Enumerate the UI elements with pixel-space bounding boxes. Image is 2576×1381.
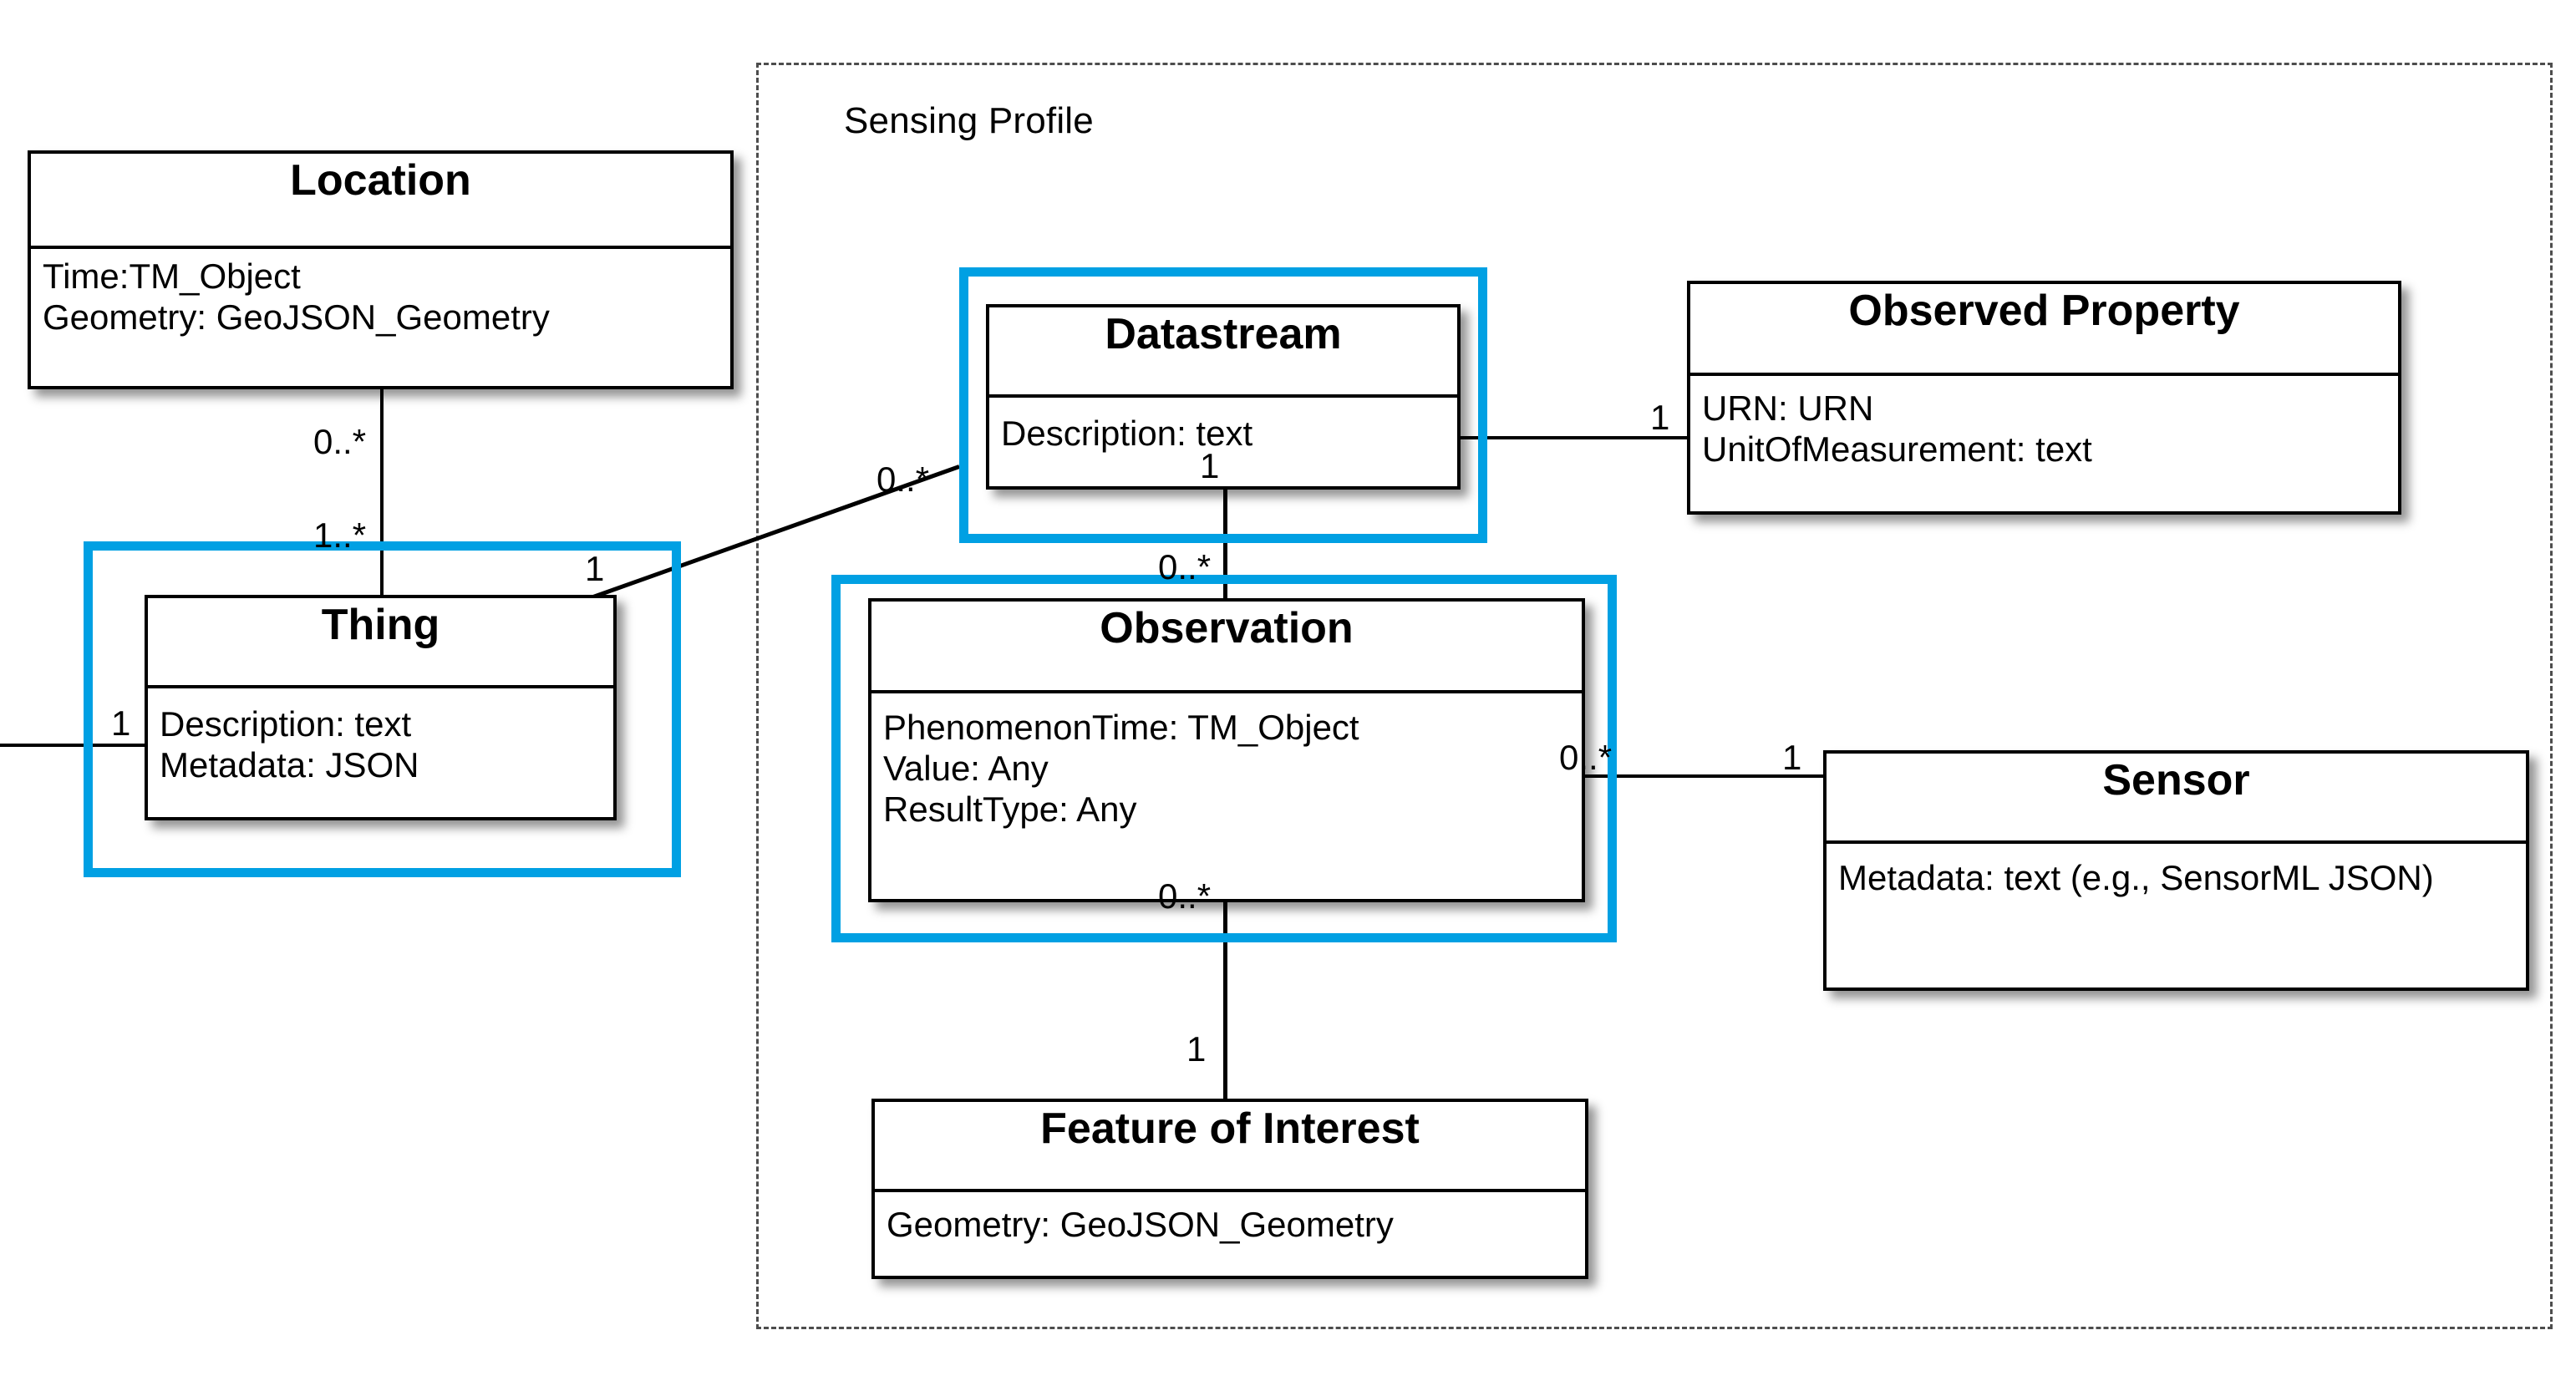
- class-attrs-thing: Description: text Metadata: JSON: [148, 688, 613, 794]
- sensing-profile-package: [756, 63, 2553, 1329]
- attribute-row: Description: text: [160, 704, 412, 744]
- assoc-line-thing-external-left: [0, 744, 149, 747]
- multiplicity-featureofinterest-top: 1: [1186, 1029, 1207, 1069]
- multiplicity-observation-right: 0..*: [1559, 738, 1613, 777]
- attribute-row: Time:TM_Object: [43, 256, 301, 296]
- multiplicity-datastream-left: 0..*: [876, 459, 930, 499]
- class-box-datastream[interactable]: Datastream Description: text: [986, 304, 1461, 490]
- attribute-row: UnitOfMeasurement: text: [1702, 429, 2092, 470]
- assoc-line-observation-featureofinterest: [1223, 902, 1227, 1099]
- multiplicity-observation-bottom: 0..*: [1158, 876, 1212, 916]
- attribute-row: Description: text: [1001, 414, 1253, 453]
- attribute-row: Geometry: GeoJSON_Geometry: [43, 297, 550, 338]
- class-title-location: Location: [31, 154, 730, 249]
- multiplicity-location-thing-top: 0..*: [313, 422, 367, 461]
- class-attrs-datastream: Description: text: [989, 398, 1457, 462]
- attribute-row: ResultType: Any: [883, 790, 1137, 830]
- multiplicity-observedproperty-left: 1: [1650, 398, 1670, 437]
- assoc-line-datastream-observedproperty: [1458, 436, 1688, 439]
- multiplicity-observation-top: 0..*: [1158, 547, 1212, 586]
- assoc-line-datastream-observation: [1223, 490, 1227, 598]
- attribute-row: Value: Any: [883, 749, 1049, 789]
- multiplicity-location-thing-bottom: 1..*: [313, 515, 367, 555]
- multiplicity-thing-right: 1: [585, 549, 605, 588]
- class-box-location[interactable]: Location Time:TM_Object Geometry: GeoJSO…: [28, 150, 734, 389]
- assoc-line-observation-sensor: [1585, 774, 1823, 778]
- class-title-thing: Thing: [148, 598, 613, 688]
- class-title-observed-property: Observed Property: [1690, 284, 2398, 376]
- attribute-row: Metadata: JSON: [160, 745, 419, 785]
- highlight-datastream: [959, 267, 1487, 543]
- class-attrs-observation: PhenomenonTime: TM_Object Value: Any Res…: [871, 693, 1582, 838]
- assoc-line-location-thing: [380, 389, 384, 607]
- class-box-observation[interactable]: Observation PhenomenonTime: TM_Object Va…: [868, 598, 1585, 902]
- sensing-profile-label: Sensing Profile: [844, 100, 1094, 141]
- highlight-thing: [84, 541, 681, 877]
- attribute-row: PhenomenonTime: TM_Object: [883, 708, 1359, 747]
- multiplicity-sensor-left: 1: [1782, 738, 1802, 777]
- class-attrs-observed-property: URN: URN UnitOfMeasurement: text: [1690, 376, 2398, 478]
- attribute-row: URN: URN: [1702, 388, 1874, 428]
- attribute-row: Geometry: GeoJSON_Geometry: [887, 1205, 1394, 1244]
- class-title-feature-of-interest: Feature of Interest: [875, 1102, 1585, 1192]
- class-box-observed-property[interactable]: Observed Property URN: URN UnitOfMeasure…: [1687, 281, 2401, 515]
- multiplicity-thing-left: 1: [111, 703, 131, 743]
- multiplicity-datastream-bottom: 1: [1200, 446, 1220, 485]
- class-title-observation: Observation: [871, 602, 1582, 693]
- class-title-datastream: Datastream: [989, 307, 1457, 398]
- attribute-row: Metadata: text (e.g., SensorML JSON): [1838, 858, 2434, 897]
- class-box-feature-of-interest[interactable]: Feature of Interest Geometry: GeoJSON_Ge…: [871, 1099, 1588, 1279]
- class-attrs-sensor: Metadata: text (e.g., SensorML JSON): [1827, 844, 2526, 906]
- class-box-thing[interactable]: Thing Description: text Metadata: JSON: [145, 595, 617, 820]
- class-attrs-feature-of-interest: Geometry: GeoJSON_Geometry: [875, 1192, 1585, 1253]
- highlight-observation: [831, 575, 1617, 942]
- class-title-sensor: Sensor: [1827, 754, 2526, 844]
- class-box-sensor[interactable]: Sensor Metadata: text (e.g., SensorML JS…: [1823, 750, 2529, 991]
- class-attrs-location: Time:TM_Object Geometry: GeoJSON_Geometr…: [31, 249, 730, 346]
